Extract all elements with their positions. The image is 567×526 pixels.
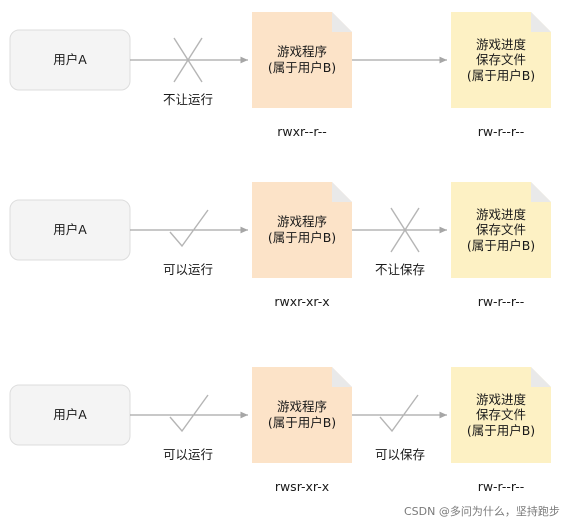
program-doc-2 bbox=[252, 182, 352, 278]
user-box-label: 用户A bbox=[53, 222, 87, 238]
run-allowed-check-2 bbox=[169, 209, 209, 248]
program-doc-1 bbox=[252, 12, 352, 108]
save-denied-cross-2-b bbox=[390, 207, 420, 253]
save-doc-label: 游戏进度 保存文件 (属于用户B) bbox=[466, 206, 536, 253]
save-doc-1-fold bbox=[531, 12, 551, 32]
watermark: CSDN @多问为什么，坚持跑步 bbox=[404, 505, 560, 518]
save-permission-label: 不让保存 bbox=[374, 262, 425, 277]
program-doc-label: 游戏程序 (属于用户B) bbox=[267, 399, 337, 430]
program-doc-3-fold bbox=[332, 367, 352, 387]
program-permission-text: rwxr--r-- bbox=[277, 124, 327, 139]
save-permission-text: rw-r--r-- bbox=[477, 479, 525, 494]
save-permission-text: rw-r--r-- bbox=[477, 294, 525, 309]
save-allowed-check-3 bbox=[379, 394, 419, 433]
run-denied-cross-1-b bbox=[173, 37, 203, 83]
run-permission-label: 不让运行 bbox=[162, 92, 213, 107]
user-box-label: 用户A bbox=[53, 407, 87, 423]
program-doc-label: 游戏程序 (属于用户B) bbox=[267, 44, 337, 75]
run-permission-label: 可以运行 bbox=[162, 447, 213, 462]
save-doc-2 bbox=[451, 182, 551, 278]
save-doc-label: 游戏进度 保存文件 (属于用户B) bbox=[466, 391, 536, 438]
program-permission-text: rwsr-xr-x bbox=[274, 479, 330, 494]
run-allowed-check-3 bbox=[169, 394, 209, 433]
user-box-label: 用户A bbox=[53, 52, 87, 68]
save-permission-text: rw-r--r-- bbox=[477, 124, 525, 139]
save-doc-3-fold bbox=[531, 367, 551, 387]
program-doc-2-fold bbox=[332, 182, 352, 202]
run-permission-label: 可以运行 bbox=[162, 262, 213, 277]
program-doc-1-fold bbox=[332, 12, 352, 32]
save-doc-2-fold bbox=[531, 182, 551, 202]
save-doc-3 bbox=[451, 367, 551, 463]
program-doc-label: 游戏程序 (属于用户B) bbox=[267, 214, 337, 245]
program-doc-3 bbox=[252, 367, 352, 463]
save-permission-label: 可以保存 bbox=[374, 447, 425, 462]
program-permission-text: rwxr-xr-x bbox=[274, 294, 330, 309]
save-doc-label: 游戏进度 保存文件 (属于用户B) bbox=[466, 36, 536, 83]
save-doc-1 bbox=[451, 12, 551, 108]
